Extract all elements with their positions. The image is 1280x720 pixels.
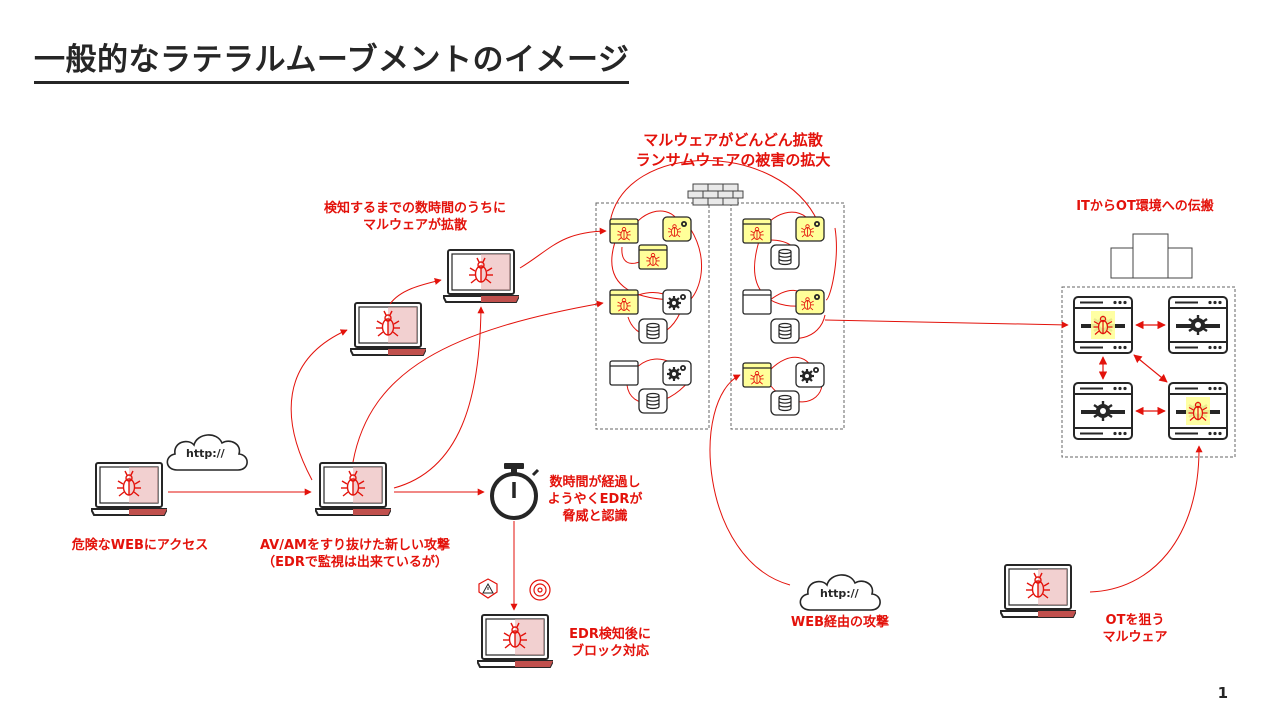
before-detect-label: 検知するまでの数時間のうちに マルウェアが拡散 [300,200,530,234]
window-icon [609,360,639,386]
dangerous-web-label: 危険なWEBにアクセス [71,538,209,553]
before-detect-line-2: マルウェアが拡散 [362,218,467,233]
ot-server-icon [1073,382,1133,440]
database-icon [770,390,800,416]
ot-group [1061,286,1236,458]
it-to-ot-label: ITからOT環境への伝搬 [1076,199,1214,214]
gear-icon [662,289,692,315]
infected-ot-server-icon [1074,297,1132,353]
ot-malware-line-1: OTを狙う [1105,613,1165,628]
cloud-label: http:// [186,447,226,460]
new-attack-label: AV/AMをすり抜けた新しい攻撃 （EDRで監視は出来ているが） [245,537,465,571]
infected-laptop-icon [443,249,519,303]
blocked-laptop-icon [477,614,553,668]
infected-gear-icon [663,217,691,241]
infected-window-icon [639,245,667,269]
stopwatch-icon [490,463,540,520]
infected-window-icon [610,290,638,314]
user-laptop-icon [91,462,167,516]
factory-icon [1110,233,1193,279]
hours-later-line-3: 脅威と認識 [562,509,628,524]
after-edr-line-2: ブロック対応 [570,644,649,659]
cloud-label: http:// [820,587,860,600]
malware-spread-line-2: ランサムウェアの被害の拡大 [635,151,831,169]
alert-icon [478,578,498,599]
ot-attack-laptop-icon [1000,564,1076,618]
database-icon [638,388,668,414]
page-title: 一般的なラテラルムーブメントのイメージ [34,34,630,84]
after-edr-line-1: EDR検知後に [569,627,651,642]
page-number: 1 [1217,684,1228,702]
infected-window-icon [610,219,638,243]
infected-laptop-icon [315,462,391,516]
firewall-icon [687,183,744,206]
web-attack-label: WEB経由の攻撃 [790,615,890,630]
before-detect-line-1: 検知するまでの数時間のうちに [323,201,506,216]
hours-later-line-2: ようやくEDRが [547,492,643,507]
new-attack-line-2: （EDRで監視は出来ているが） [262,555,448,570]
infected-ot-server-icon [1169,383,1227,439]
database-icon [638,318,668,344]
after-edr-label: EDR検知後に ブロック対応 [555,626,665,660]
new-attack-line-1: AV/AMをすり抜けた新しい攻撃 [260,538,450,553]
infected-gear-icon [796,290,824,314]
network-group-2 [730,202,845,430]
infected-laptop-icon [350,302,426,356]
ot-malware-line-2: マルウェア [1102,630,1168,645]
infected-window-icon [743,219,771,243]
ot-server-icon [1168,296,1228,354]
hours-later-label: 数時間が経過し ようやくEDRが 脅威と認識 [540,474,650,525]
malware-spread-line-1: マルウェアがどんどん拡散 [643,131,823,149]
database-icon [770,244,800,270]
hours-later-line-1: 数時間が経過し [549,475,641,490]
network-group-1 [595,202,710,430]
database-icon [770,318,800,344]
infected-gear-icon [796,217,824,241]
radar-icon [529,579,551,601]
window-icon [742,289,772,315]
gear-icon [795,362,825,388]
infected-window-icon [743,363,771,387]
ot-malware-label: OTを狙う マルウェア [1090,612,1180,646]
malware-spread-label: マルウェアがどんどん拡散 ランサムウェアの被害の拡大 [613,130,853,170]
gear-icon [662,360,692,386]
